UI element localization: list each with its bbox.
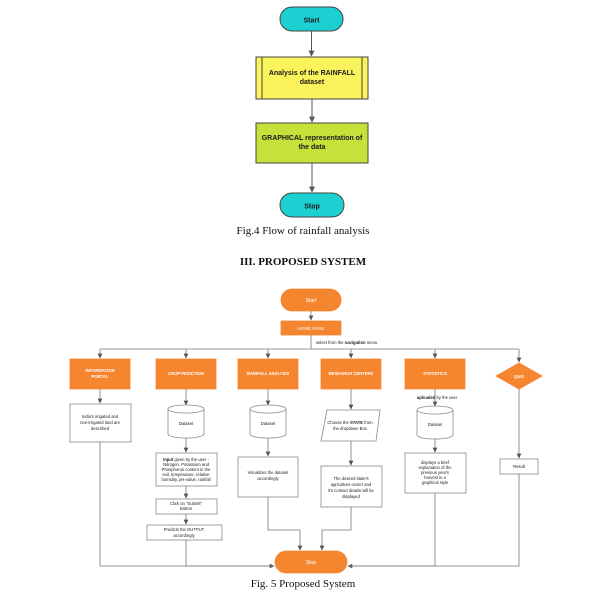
fig5-home-label: HOME PAGE [298,326,325,331]
fig5-body-text: select from the navigation menu India's … [80,340,526,538]
fig5-crop-input-5: humidity, pH-value, rainfall [161,477,210,482]
fig5-flowchart [69,288,543,574]
fig5-quiz-result-label: Result [513,464,526,469]
fig5-arrow-quiz-stop [348,474,520,567]
fig5-crop-input-1: Input given by the user - [163,457,209,462]
fig4-stop-label: Stop [304,204,320,211]
fig5-info-desc-1: India's irrigated and [82,414,119,419]
fig5-arrow-crop-stop [185,540,274,567]
fig5-rain-dataset-cylinder [249,404,287,439]
fig5-research-title: RESEARCH CENTERS [329,371,374,376]
fig5-arrow-research-stop [319,507,352,551]
fig4-graphical-label-2: the data [299,144,326,151]
fig5-crop-input-2: Nitrogen, Potassium and [163,462,210,467]
fig5-stats-upload-note: uploaded by the user [417,395,458,400]
fig5-research-desc-4: displayed [342,494,360,499]
fig4-caption: Fig.4 Flow of rainfall analysis [236,225,370,237]
fig5-rain-dataset-label: Dataset [261,421,276,426]
fig5-labels: Start HOME PAGE INFORMATION PORTAL CROP … [85,298,524,566]
fig5-stop-terminal [274,550,348,574]
fig5-crop-submit-box [155,498,218,515]
fig5-statistics-box [404,358,466,390]
fig5-rain-desc-1: Visualizes the dataset [248,470,289,475]
fig5-crop-click-1: Click on "Submit" [170,501,203,506]
fig5-caption: Fig. 5 Proposed System [250,578,356,590]
section-heading: III. PROPOSED SYSTEM [239,256,367,268]
fig5-stats-desc-1: displays a brief [421,460,450,465]
fig5-crop-input-4: soil, temperature, relative [162,472,210,477]
fig5-stats-desc-2: explanation of the [418,465,452,470]
fig5-stats-desc-3: previous year's [421,470,449,475]
fig5-research-desc-3: it's contact details will be [328,488,374,493]
fig4-analysis-process [255,56,369,100]
fig5-info-desc-3: described [91,426,110,431]
fig4-flowchart: Start Analysis of the RAINFALL dataset G… [255,6,369,218]
fig4-graphical-process [255,122,369,164]
fig5-rain-title: RAINFALL ANALYSIS [247,371,290,376]
fig5-crop-click-2: Button [180,506,193,511]
fig5-crop-predict-box [146,524,223,541]
fig5-crop-title: CROP PEDICTION [168,371,205,376]
fig4-stop-terminal [279,192,345,218]
fig4-graphical-label-1: GRAPHICAL representation of [262,135,363,142]
fig5-info-title-1: INFORMATION [85,368,114,373]
fig4-start-label: Start [304,18,321,25]
fig5-quiz-title: QUIZ [514,374,524,379]
fig5-rain-visualize-box [237,456,299,498]
fig5-crop-input-box [155,452,218,487]
fig5-research-desc-1: The desired state's [333,476,368,481]
fig5-start-label: Start [306,298,317,304]
fig5-stats-desc-box [404,452,467,494]
fig5-research-desc-2: agriculture center and [331,482,372,487]
fig5-crop-predict-1: Predicts the OUTPUT [164,527,205,532]
fig5-info-desc-box [69,403,132,443]
fig4-analysis-label-1: Analysis of the RAINFALL [269,70,356,77]
fig5-crop-input-3: Phosphorus content in the [162,467,211,472]
fig5-rain-desc-2: accordingly [257,476,279,481]
fig5-stats-desc-5: graphical style [422,480,449,485]
fig5-arrow-rain-stop [267,497,303,551]
fig5-info-desc-2: non-irrigated land are [80,420,120,425]
fig5-crop-predict-2: accordingly [173,533,195,538]
fig5-research-desc-box [320,465,383,508]
fig5-stats-title: STATISTICS [423,371,447,376]
fig5-crop-dataset-label: Dataset [179,421,194,426]
fig5-crop-prediction-box [155,358,217,390]
fig5-stats-desc-4: harvest in a [424,475,446,480]
fig5-crop-dataset-cylinder [167,404,205,439]
fig5-research-choose-box [320,409,381,442]
fig5-info-title-2: PORTAL [92,374,109,379]
fig5-research-choose-1: Choose the STATE from [327,420,373,425]
fig5-research-choose-2: the dropdown Box [333,426,368,431]
fig4-analysis-label-2: dataset [300,79,325,86]
fig5-stop-label: Stop [306,560,317,566]
fig5-stats-dataset-label: Dataset [428,422,443,427]
fig5-research-centers-box [320,358,382,390]
fig5-nav-note: select from the navigation menu [316,340,378,345]
fig5-stats-dataset-cylinder [416,405,454,440]
